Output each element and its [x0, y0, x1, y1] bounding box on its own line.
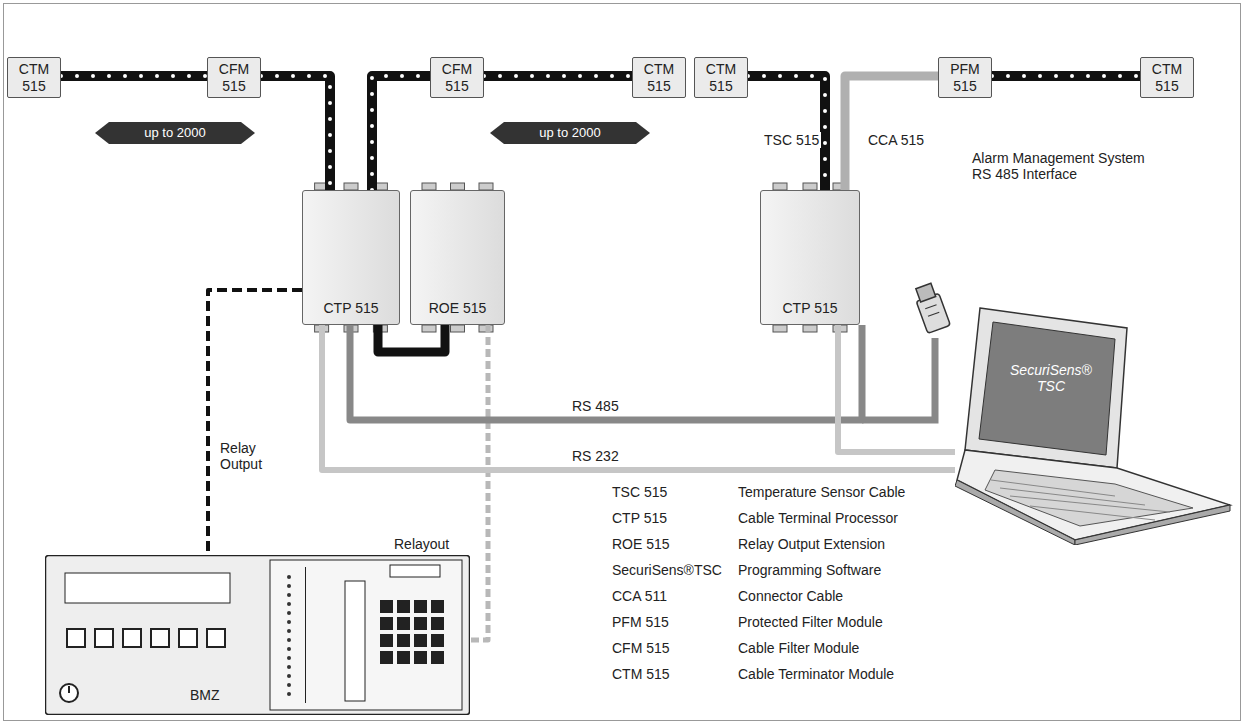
legend-code: ROE 515	[612, 536, 670, 552]
cable-gland	[803, 183, 817, 190]
rs485-wire	[862, 338, 935, 420]
cable-stroke	[484, 71, 632, 81]
node-label: up to 2000	[539, 126, 600, 141]
node-label: SecuriSens® TSC	[997, 362, 1105, 394]
filter-module: CFM 515	[207, 57, 261, 98]
cable	[322, 325, 955, 470]
cable	[484, 76, 632, 77]
laptop: SecuriSens® TSC	[955, 300, 1235, 545]
filter-module: CTM 515	[7, 57, 61, 98]
cable	[838, 325, 955, 452]
cable	[61, 76, 207, 77]
cable-stroke	[748, 76, 825, 190]
node-label: CTM 515	[636, 61, 682, 93]
legend-code: SecuriSens®TSC	[612, 562, 722, 578]
legend-description: Cable Terminal Processor	[738, 510, 898, 526]
length-arrow: up to 2000	[490, 122, 650, 144]
node-label: PFM 515	[942, 61, 988, 93]
fire-panel-shape	[45, 555, 470, 715]
cable	[992, 76, 1140, 77]
node-label: up to 2000	[144, 126, 205, 141]
cable-stroke	[261, 76, 330, 190]
legend-description: Relay Output Extension	[738, 536, 885, 552]
legend-description: Cable Terminator Module	[738, 666, 894, 682]
cable	[350, 325, 862, 420]
cable-stroke	[372, 76, 430, 190]
cable-stroke	[992, 71, 1140, 81]
node-label: CTM 515	[11, 61, 57, 93]
cable-label: RS 232	[570, 448, 621, 464]
cable-stroke	[372, 76, 430, 190]
node-label: BMZ	[190, 687, 220, 703]
cable-stroke	[378, 325, 445, 352]
cable-stroke	[992, 74, 1140, 78]
filter-module: CTM 515	[632, 57, 686, 98]
cable-stroke	[838, 325, 955, 452]
legend-code: CTM 515	[612, 666, 670, 682]
length-arrow: up to 2000	[95, 122, 255, 144]
cable	[208, 290, 302, 555]
legend-description: Connector Cable	[738, 588, 843, 604]
cable-stroke	[261, 76, 330, 190]
cable-gland	[451, 183, 465, 190]
cable-stroke	[845, 76, 938, 190]
processor-unit: CTP 515	[302, 190, 400, 325]
laptop-shape	[955, 300, 1235, 545]
cable-stroke	[61, 74, 207, 78]
cable-label: Relay Output	[218, 440, 272, 472]
cable	[372, 76, 430, 190]
legend-description: Cable Filter Module	[738, 640, 859, 656]
node-label: ROE 515	[429, 300, 487, 316]
cable-gland	[773, 325, 787, 332]
legend-code: CFM 515	[612, 640, 670, 656]
legend-description: Programming Software	[738, 562, 881, 578]
cable-label: CCA 515	[866, 132, 926, 148]
filter-module: CTM 515	[1140, 57, 1194, 98]
filter-module: CFM 515	[430, 57, 484, 98]
cable-stroke	[748, 76, 825, 190]
node-label: CTM 515	[1144, 61, 1190, 93]
cable-gland	[451, 325, 465, 332]
cable-gland	[773, 183, 787, 190]
cable	[845, 76, 938, 190]
cable-gland	[422, 325, 436, 332]
cable-gland	[344, 183, 358, 190]
cable-label: TSC 515	[762, 132, 821, 148]
cable-label: RS 485	[570, 398, 621, 414]
cable-gland	[422, 183, 436, 190]
fire-panel: BMZ	[45, 555, 470, 715]
legend-code: CTP 515	[612, 510, 667, 526]
filter-module: PFM 515	[938, 57, 992, 98]
rs485-plug	[912, 282, 950, 333]
cable-stroke	[470, 325, 488, 640]
legend-code: PFM 515	[612, 614, 669, 630]
relay-extension: ROE 515	[410, 190, 505, 325]
legend-code: CCA 511	[612, 588, 667, 604]
node-label: CTM 515	[698, 61, 744, 93]
cable-stroke	[484, 74, 632, 78]
node-label: CFM 515	[434, 61, 480, 93]
legend-description: Protected Filter Module	[738, 614, 883, 630]
interface-note: Alarm Management System RS 485 Interface	[972, 150, 1147, 182]
cable-stroke	[350, 325, 862, 420]
filter-module: CTM 515	[694, 57, 748, 98]
cable	[470, 325, 488, 640]
node-label: CTP 515	[783, 300, 838, 316]
cable-gland	[803, 325, 817, 332]
cable-stroke	[61, 71, 207, 81]
cable-stroke	[322, 325, 955, 470]
processor-unit: CTP 515	[760, 190, 860, 325]
cable	[378, 325, 445, 352]
node-label: CFM 515	[211, 61, 257, 93]
cable-label: Relayout	[392, 536, 451, 552]
legend-code: TSC 515	[612, 484, 667, 500]
cable-stroke	[208, 290, 302, 555]
legend-description: Temperature Sensor Cable	[738, 484, 905, 500]
cable	[261, 76, 330, 190]
cable-gland	[479, 183, 493, 190]
cable	[748, 76, 825, 190]
node-label: CTP 515	[324, 300, 379, 316]
